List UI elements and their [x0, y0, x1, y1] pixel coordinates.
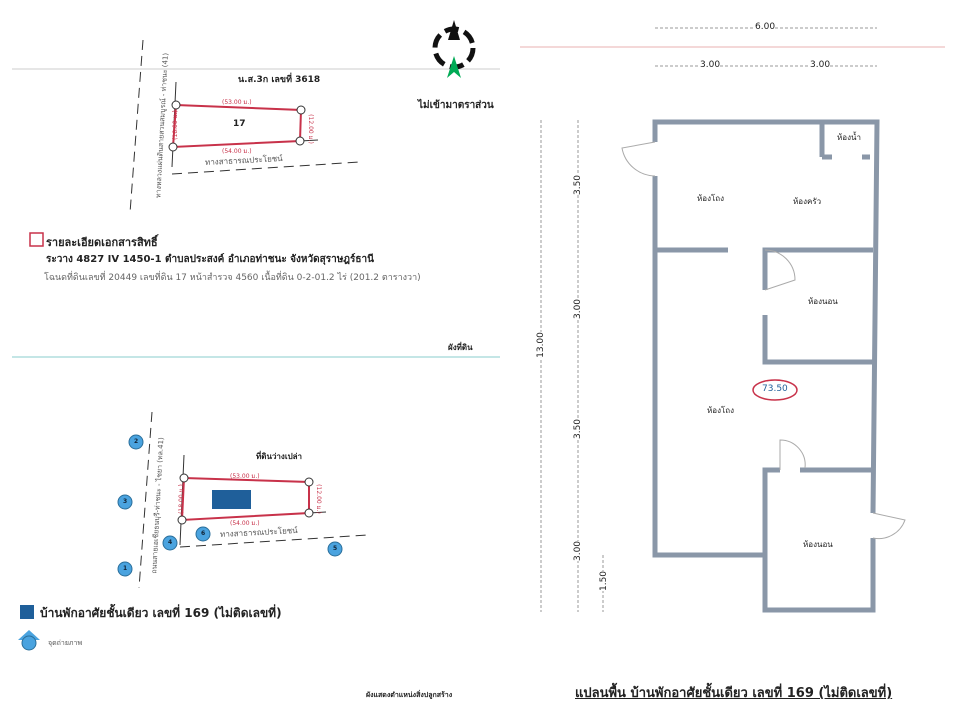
site-plan-caption: ผังที่ดิน — [448, 343, 473, 352]
floor-plan — [652, 119, 880, 613]
doc-ref: น.ส.3ก เลขที่ 3618 — [238, 75, 321, 85]
dim-height-part: 3.00 — [573, 540, 584, 562]
dimension-lines — [540, 27, 877, 612]
photo-point-1[interactable]: 1 — [123, 565, 128, 572]
legend-photo-icon — [18, 630, 40, 651]
photo-point-4[interactable]: 4 — [168, 539, 173, 546]
photo-point-3[interactable]: 3 — [123, 498, 128, 505]
house-marker — [212, 490, 251, 509]
room-bedroom-1: ห้องนอน — [808, 297, 838, 306]
door-swings — [621, 141, 906, 540]
room-bedroom-2: ห้องนอน — [803, 540, 833, 549]
dim-width-part: 3.00 — [700, 60, 721, 70]
left-length: (18.00 ม.) — [177, 484, 185, 514]
bottom-length: (54.00 ม.) — [230, 520, 260, 527]
site-plan — [129, 39, 361, 214]
vacant-land-label: ที่ดินว่างเปล่า — [256, 452, 303, 461]
top-length: (53.00 ม.) — [230, 473, 260, 480]
dim-width-part: 3.00 — [810, 60, 831, 70]
area-marker — [752, 379, 798, 401]
legend-title: รายละเอียดเอกสารสิทธิ์ — [46, 236, 158, 249]
bottom-length: (54.00 ม.) — [222, 148, 252, 155]
dim-height-part: 3.00 — [573, 298, 584, 320]
floor-area: 73.50 — [762, 384, 788, 394]
legend-house-swatch — [20, 605, 34, 619]
right-length: (12.00 ม.) — [314, 484, 322, 514]
top-length: (53.00 ม.) — [222, 99, 252, 106]
room-living-main: ห้องโถง — [707, 406, 735, 415]
room-bathroom: ห้องน้ำ — [837, 133, 861, 142]
right-length: (12.00 ม.) — [306, 114, 314, 144]
no-scale-note: ไม่เข้ามาตราส่วน — [418, 100, 494, 111]
dim-height-part: 3.50 — [573, 174, 584, 196]
photo-point-2[interactable]: 2 — [134, 438, 139, 445]
photo-point-5[interactable]: 5 — [333, 545, 338, 552]
dim-height-total: 13.00 — [535, 332, 546, 358]
dim-offset: 1.50 — [599, 570, 610, 592]
legend-line-1: ระวาง 4827 IV 1450-1 ตำบลประสงค์ อำเภอท่… — [46, 254, 374, 265]
dim-width-total: 6.00 — [755, 22, 776, 32]
dim-height-part: 3.50 — [573, 418, 584, 440]
photo-point-6[interactable]: 6 — [201, 530, 206, 537]
north-arrow-icon — [432, 20, 476, 78]
photo-point-icon — [117, 434, 343, 577]
location-plan — [18, 232, 369, 651]
left-length: (18.00 ม.) — [171, 110, 179, 140]
room-kitchen: ห้องครัว — [793, 197, 822, 206]
plot-number: 17 — [233, 119, 246, 129]
legend-line-2: โฉนดที่ดินเลขที่ 20449 เลขที่ดิน 17 หน้า… — [44, 273, 421, 283]
legend-house-label: บ้านพักอาศัยชั้นเดียว เลขที่ 169 (ไม่ติด… — [40, 606, 282, 620]
legend-boundary-swatch — [29, 232, 44, 247]
floor-plan-title: แปลนพื้น บ้านพักอาศัยชั้นเดียว เลขที่ 16… — [575, 686, 893, 701]
legend-photo-label: จุดถ่ายภาพ — [48, 639, 83, 647]
room-living-top: ห้องโถง — [697, 194, 725, 203]
location-plan-caption: ผังแสดงตำแหน่งสิ่งปลูกสร้าง — [366, 691, 453, 699]
